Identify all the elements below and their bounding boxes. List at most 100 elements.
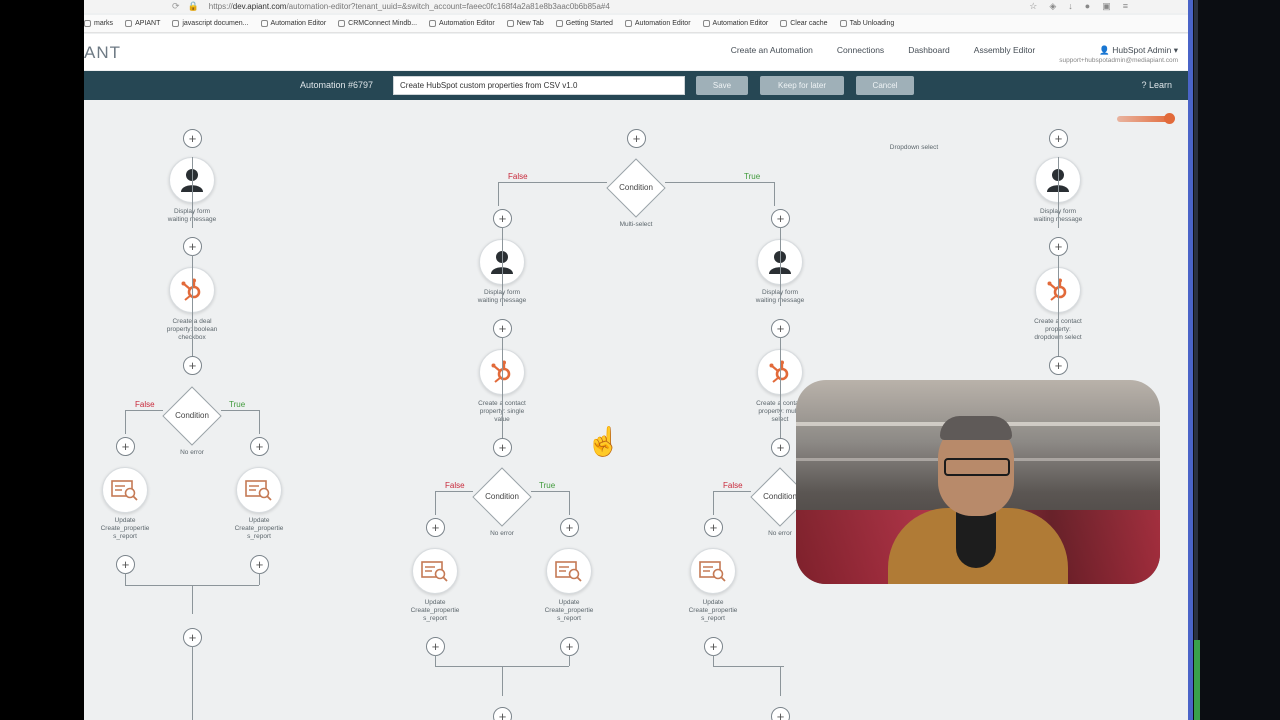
bookmark-item[interactable]: Automation Editor bbox=[624, 20, 691, 27]
add-step-button[interactable]: + bbox=[183, 237, 202, 256]
connector-line bbox=[780, 666, 781, 696]
connector-line bbox=[435, 655, 436, 666]
add-step-button[interactable]: + bbox=[1049, 356, 1068, 375]
user-menu[interactable]: 👤 HubSpot Admin ▾ support+hubspotadmin@m… bbox=[1059, 45, 1188, 64]
bookmark-icon bbox=[780, 20, 788, 27]
puzzle-icon[interactable]: ▣ bbox=[1102, 1, 1111, 11]
connector-line bbox=[192, 646, 193, 720]
bookmark-item[interactable]: marks bbox=[84, 20, 113, 27]
top-nav: Create an Automation Connections Dashboa… bbox=[731, 45, 1188, 64]
add-step-button[interactable]: + bbox=[1049, 129, 1068, 148]
add-step-button[interactable]: + bbox=[250, 437, 269, 456]
add-step-button[interactable]: + bbox=[183, 129, 202, 148]
add-step-button[interactable]: + bbox=[426, 518, 445, 537]
star-icon[interactable]: ☆ bbox=[1029, 1, 1038, 11]
reload-icon[interactable]: ⟳ bbox=[172, 1, 180, 11]
add-step-button[interactable]: + bbox=[183, 628, 202, 647]
add-step-button[interactable]: + bbox=[627, 129, 646, 148]
condition-label: Condition bbox=[619, 183, 653, 192]
connector-line bbox=[569, 655, 570, 666]
keep-for-later-button[interactable]: Keep for later bbox=[760, 76, 844, 95]
editor-toolbar: Automation #6797 Create HubSpot custom p… bbox=[84, 71, 1188, 100]
bookmark-item[interactable]: javascript documen... bbox=[172, 20, 249, 27]
bookmark-icon bbox=[84, 20, 91, 27]
url-text[interactable]: https://dev.apiant.com/automation-editor… bbox=[209, 2, 610, 11]
connector-line bbox=[713, 491, 714, 515]
url-path: /automation-editor?tenant_uuid=&switch_a… bbox=[286, 2, 610, 11]
add-step-button[interactable]: + bbox=[493, 707, 512, 720]
connector-line bbox=[498, 182, 607, 183]
connector-line bbox=[125, 410, 163, 411]
extension-icon[interactable]: ● bbox=[1084, 1, 1091, 11]
add-step-button[interactable]: + bbox=[771, 209, 790, 228]
step-label: Display form waiting message bbox=[1033, 208, 1083, 223]
add-step-button[interactable]: + bbox=[771, 707, 790, 720]
connector-line bbox=[125, 573, 126, 585]
zoom-slider[interactable] bbox=[1117, 113, 1175, 124]
add-step-button[interactable]: + bbox=[493, 209, 512, 228]
add-step-button[interactable]: + bbox=[771, 438, 790, 457]
nav-assembly-editor[interactable]: Assembly Editor bbox=[973, 45, 1036, 55]
automation-name-input[interactable]: Create HubSpot custom properties from CS… bbox=[393, 76, 685, 95]
update-report-step[interactable] bbox=[102, 467, 148, 513]
add-step-button[interactable]: + bbox=[116, 437, 135, 456]
report-search-icon bbox=[699, 561, 726, 582]
connector-line bbox=[192, 255, 193, 356]
connector-line bbox=[125, 410, 126, 434]
download-icon[interactable]: ↓ bbox=[1068, 1, 1073, 11]
bookmark-item[interactable]: APIANT bbox=[125, 20, 160, 27]
bookmark-item[interactable]: New Tab bbox=[506, 20, 544, 27]
save-button[interactable]: Save bbox=[696, 76, 748, 95]
bookmark-icon bbox=[260, 20, 268, 27]
connector-line bbox=[1058, 157, 1059, 228]
bookmark-item[interactable]: Getting Started bbox=[555, 20, 613, 27]
add-step-button[interactable]: + bbox=[250, 555, 269, 574]
user-name: 👤 HubSpot Admin ▾ bbox=[1099, 45, 1178, 55]
bookmark-icon bbox=[624, 20, 632, 27]
nav-dashboard[interactable]: Dashboard bbox=[908, 45, 950, 55]
menu-icon[interactable]: ≡ bbox=[1122, 1, 1128, 11]
connector-line bbox=[259, 410, 260, 434]
add-step-button[interactable]: + bbox=[1049, 237, 1068, 256]
automation-canvas[interactable]: Dropdown select +Display form waiting me… bbox=[84, 100, 1188, 720]
update-report-step[interactable] bbox=[236, 467, 282, 513]
connector-line bbox=[502, 337, 503, 438]
connector-line bbox=[498, 182, 499, 206]
add-step-button[interactable]: + bbox=[116, 555, 135, 574]
bookmark-item[interactable]: Automation Editor bbox=[429, 20, 495, 27]
connector-line bbox=[502, 666, 503, 696]
add-step-button[interactable]: + bbox=[493, 319, 512, 338]
address-bar[interactable]: ⟳ 🔒 https://dev.apiant.com/automation-ed… bbox=[84, 0, 1188, 13]
update-report-step[interactable] bbox=[546, 548, 592, 594]
update-report-step[interactable] bbox=[412, 548, 458, 594]
bookmark-item[interactable]: Tab Unloading bbox=[839, 20, 894, 27]
add-step-button[interactable]: + bbox=[771, 319, 790, 338]
bookmark-icon bbox=[506, 20, 514, 27]
cancel-button[interactable]: Cancel bbox=[856, 76, 914, 95]
bookmark-icon bbox=[125, 20, 133, 27]
nav-connections[interactable]: Connections bbox=[836, 45, 885, 55]
bookmark-item[interactable]: Automation Editor bbox=[260, 20, 326, 27]
add-step-button[interactable]: + bbox=[704, 637, 723, 656]
learn-link[interactable]: ? Learn bbox=[1141, 80, 1172, 90]
connector-line bbox=[569, 491, 570, 515]
add-step-button[interactable]: + bbox=[704, 518, 723, 537]
bookmark-item[interactable]: CRMConnect Mindb... bbox=[338, 20, 417, 27]
update-report-step[interactable] bbox=[690, 548, 736, 594]
add-step-button[interactable]: + bbox=[560, 637, 579, 656]
condition-result-label: Multi-select bbox=[619, 221, 653, 228]
connector-line bbox=[502, 227, 503, 306]
bookmark-item[interactable]: Automation Editor bbox=[702, 20, 768, 27]
condition-result-label: No error bbox=[180, 449, 204, 456]
add-step-button[interactable]: + bbox=[426, 637, 445, 656]
shield-icon[interactable]: ◈ bbox=[1049, 1, 1057, 11]
lock-icon: 🔒 bbox=[187, 1, 199, 11]
add-step-button[interactable]: + bbox=[560, 518, 579, 537]
add-step-button[interactable]: + bbox=[183, 356, 202, 375]
step-label: Update Create_propertie s_report bbox=[688, 599, 738, 622]
condition-label: Condition bbox=[175, 411, 209, 420]
connector-line bbox=[713, 666, 784, 667]
add-step-button[interactable]: + bbox=[493, 438, 512, 457]
bookmark-item[interactable]: Clear cache bbox=[780, 20, 828, 27]
nav-create-automation[interactable]: Create an Automation bbox=[730, 45, 813, 55]
